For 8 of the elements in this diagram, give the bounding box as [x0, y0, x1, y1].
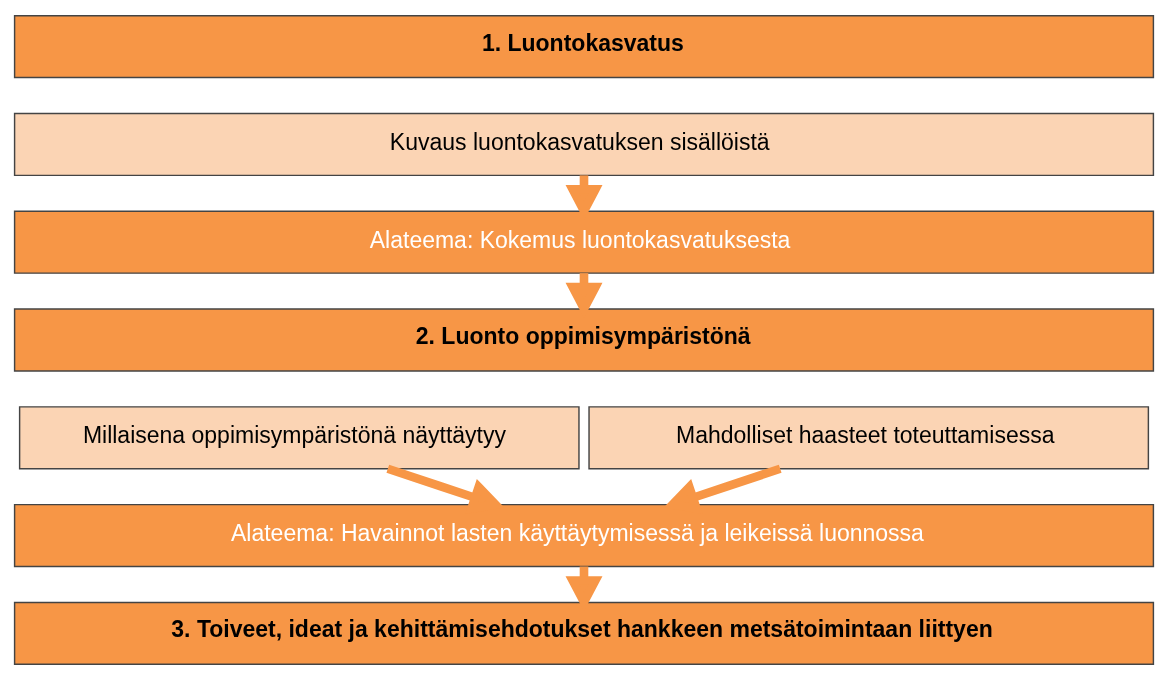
node-box: 3. Toiveet, ideat ja kehittämisehdotukset hankkeen metsätoimintaan liittyen: [13, 601, 1155, 665]
node-box: Mahdolliset haasteet toteuttamisessa: [588, 406, 1150, 470]
node-box: Alateema: Kokemus luontokasvatuksesta: [13, 210, 1155, 274]
node-box: 1. Luontokasvatus: [13, 15, 1155, 79]
node-box: Millaisena oppimisympäristönä näyttäytyy: [18, 406, 580, 470]
node-box: 2. Luonto oppimisympäristönä: [13, 308, 1155, 372]
node-box: Kuvaus luontokasvatuksen sisällöistä: [13, 112, 1155, 177]
node-box: Alateema: Havainnot lasten käyttäytymisessä ja leikeissä luonnossa: [13, 503, 1155, 568]
